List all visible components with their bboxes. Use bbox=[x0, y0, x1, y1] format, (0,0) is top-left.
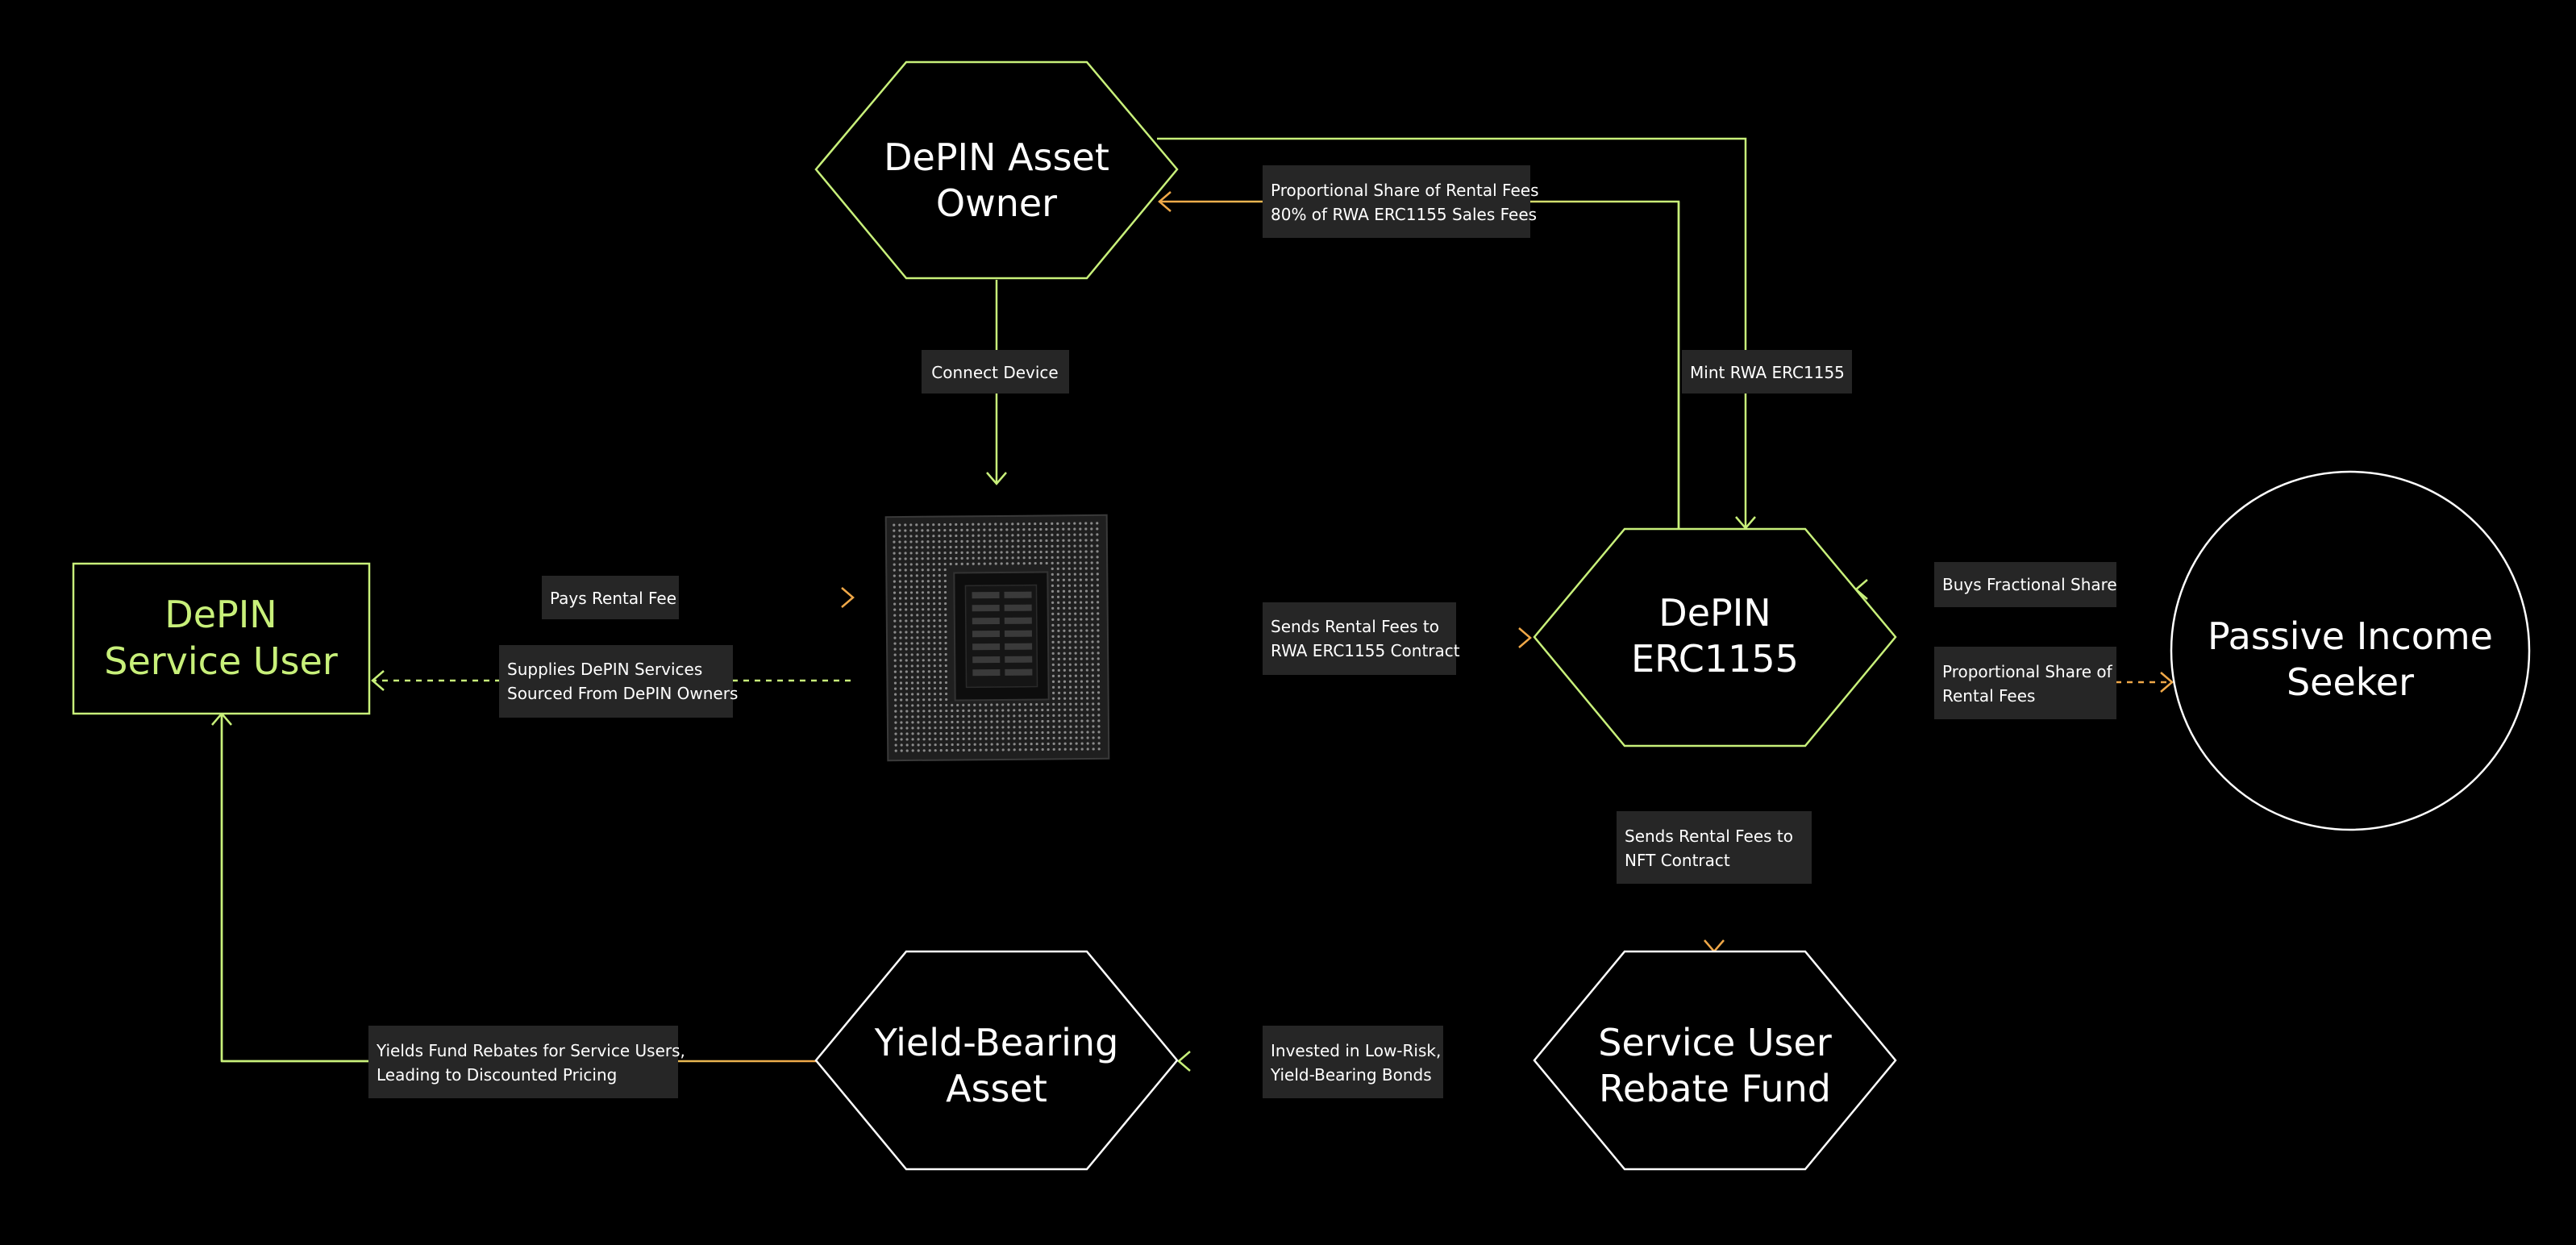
node-passive-income[interactable]: Passive Income Seeker bbox=[2170, 470, 2531, 831]
node-yield-asset[interactable]: Yield-Bearing Asset bbox=[814, 950, 1179, 1171]
label-proportional-share-owner-line1: Proportional Share of Rental Fees bbox=[1271, 181, 1539, 200]
arrowhead-pays-rental bbox=[841, 587, 855, 608]
label-yields-rebates-line1: Yields Fund Rebates for Service Users, bbox=[376, 1041, 685, 1060]
label-sends-to-nft: Sends Rental Fees to NFT Contract bbox=[1617, 811, 1812, 884]
label-supplies-services-line1: Supplies DePIN Services bbox=[507, 660, 702, 679]
node-rebate-fund[interactable]: Service User Rebate Fund bbox=[1533, 950, 1897, 1171]
node-asset-owner-line2: Owner bbox=[936, 181, 1057, 225]
arrowhead-connect-device bbox=[986, 472, 1007, 485]
label-pays-rental-fee-text: Pays Rental Fee bbox=[550, 589, 676, 608]
label-buys-fractional-text: Buys Fractional Share bbox=[1942, 575, 2117, 594]
chip-die-detail bbox=[972, 591, 1033, 677]
label-connect-device: Connect Device bbox=[922, 350, 1069, 393]
connectors bbox=[211, 137, 2174, 1072]
label-supplies-services-line2: Sourced From DePIN Owners bbox=[507, 684, 738, 703]
label-invested-line1: Invested in Low-Risk, bbox=[1271, 1041, 1441, 1060]
node-erc1155-line1: DePIN bbox=[1658, 591, 1771, 635]
label-sends-to-nft-line2: NFT Contract bbox=[1625, 851, 1730, 870]
node-service-user-line2: Service User bbox=[104, 639, 338, 683]
arrowhead-invested bbox=[1177, 1051, 1191, 1072]
connector-share-to-owner bbox=[1159, 200, 1680, 528]
node-yield-asset-line2: Asset bbox=[946, 1067, 1047, 1110]
label-yields-rebates-line2: Leading to Discounted Pricing bbox=[377, 1065, 617, 1085]
chip-pins bbox=[893, 522, 1101, 752]
hexagon-shape bbox=[814, 950, 1179, 1171]
hexagon-shape bbox=[1533, 950, 1897, 1171]
service-user-box bbox=[72, 562, 371, 715]
label-sends-to-contract-line2: RWA ERC1155 Contract bbox=[1271, 641, 1460, 660]
node-yield-asset-line1: Yield-Bearing bbox=[874, 1021, 1119, 1064]
node-rebate-fund-line1: Service User bbox=[1598, 1021, 1832, 1064]
labels: Proportional Share of Rental Fees 80% of… bbox=[368, 165, 2117, 1098]
label-invested: Invested in Low-Risk, Yield-Bearing Bond… bbox=[1263, 1026, 1443, 1098]
label-supplies-services: Supplies DePIN Services Sourced From DeP… bbox=[499, 645, 738, 718]
label-buys-fractional: Buys Fractional Share bbox=[1934, 562, 2117, 607]
label-proportional-share-seeker-line2: Rental Fees bbox=[1942, 686, 2035, 706]
connector-yields-rebates bbox=[220, 714, 816, 1063]
arrowhead-share-to-owner bbox=[1158, 191, 1171, 212]
node-service-user[interactable]: DePIN Service User bbox=[72, 562, 371, 715]
node-rebate-fund-line2: Rebate Fund bbox=[1599, 1067, 1831, 1110]
node-asset-owner[interactable]: DePIN Asset Owner bbox=[814, 60, 1179, 280]
label-sends-to-nft-line1: Sends Rental Fees to bbox=[1625, 827, 1793, 846]
arrowhead-sends-contract bbox=[1518, 627, 1532, 648]
passive-income-circle bbox=[2170, 470, 2531, 831]
label-pays-rental-fee: Pays Rental Fee bbox=[542, 576, 679, 619]
arrowhead-share-to-seeker bbox=[2160, 672, 2174, 693]
label-proportional-share-seeker: Proportional Share of Rental Fees bbox=[1934, 647, 2116, 719]
hexagon-shape bbox=[814, 60, 1179, 280]
node-passive-income-line2: Seeker bbox=[2287, 660, 2414, 704]
label-proportional-share-owner: Proportional Share of Rental Fees 80% of… bbox=[1263, 165, 1539, 238]
cpu-chip-icon[interactable] bbox=[884, 514, 1110, 762]
connector-mint bbox=[1157, 137, 1747, 528]
label-yields-rebates: Yields Fund Rebates for Service Users, L… bbox=[368, 1026, 685, 1098]
label-connect-device-text: Connect Device bbox=[931, 363, 1058, 382]
label-mint-text: Mint RWA ERC1155 bbox=[1690, 363, 1845, 382]
label-mint: Mint RWA ERC1155 bbox=[1682, 350, 1852, 393]
label-invested-line2: Yield-Bearing Bonds bbox=[1270, 1065, 1432, 1085]
node-service-user-line1: DePIN bbox=[164, 593, 277, 636]
node-erc1155[interactable]: DePIN ERC1155 bbox=[1533, 527, 1897, 747]
label-proportional-share-owner-line2: 80% of RWA ERC1155 Sales Fees bbox=[1271, 205, 1537, 224]
label-sends-to-contract-line1: Sends Rental Fees to bbox=[1271, 617, 1439, 636]
arrowhead-supplies bbox=[371, 670, 385, 691]
label-proportional-share-seeker-line1: Proportional Share of bbox=[1942, 662, 2113, 681]
node-asset-owner-line1: DePIN Asset bbox=[884, 135, 1109, 179]
node-passive-income-line1: Passive Income bbox=[2208, 614, 2493, 658]
node-erc1155-line2: ERC1155 bbox=[1631, 637, 1799, 681]
label-sends-to-contract: Sends Rental Fees to RWA ERC1155 Contrac… bbox=[1263, 602, 1460, 675]
hexagon-shape bbox=[1533, 527, 1897, 747]
